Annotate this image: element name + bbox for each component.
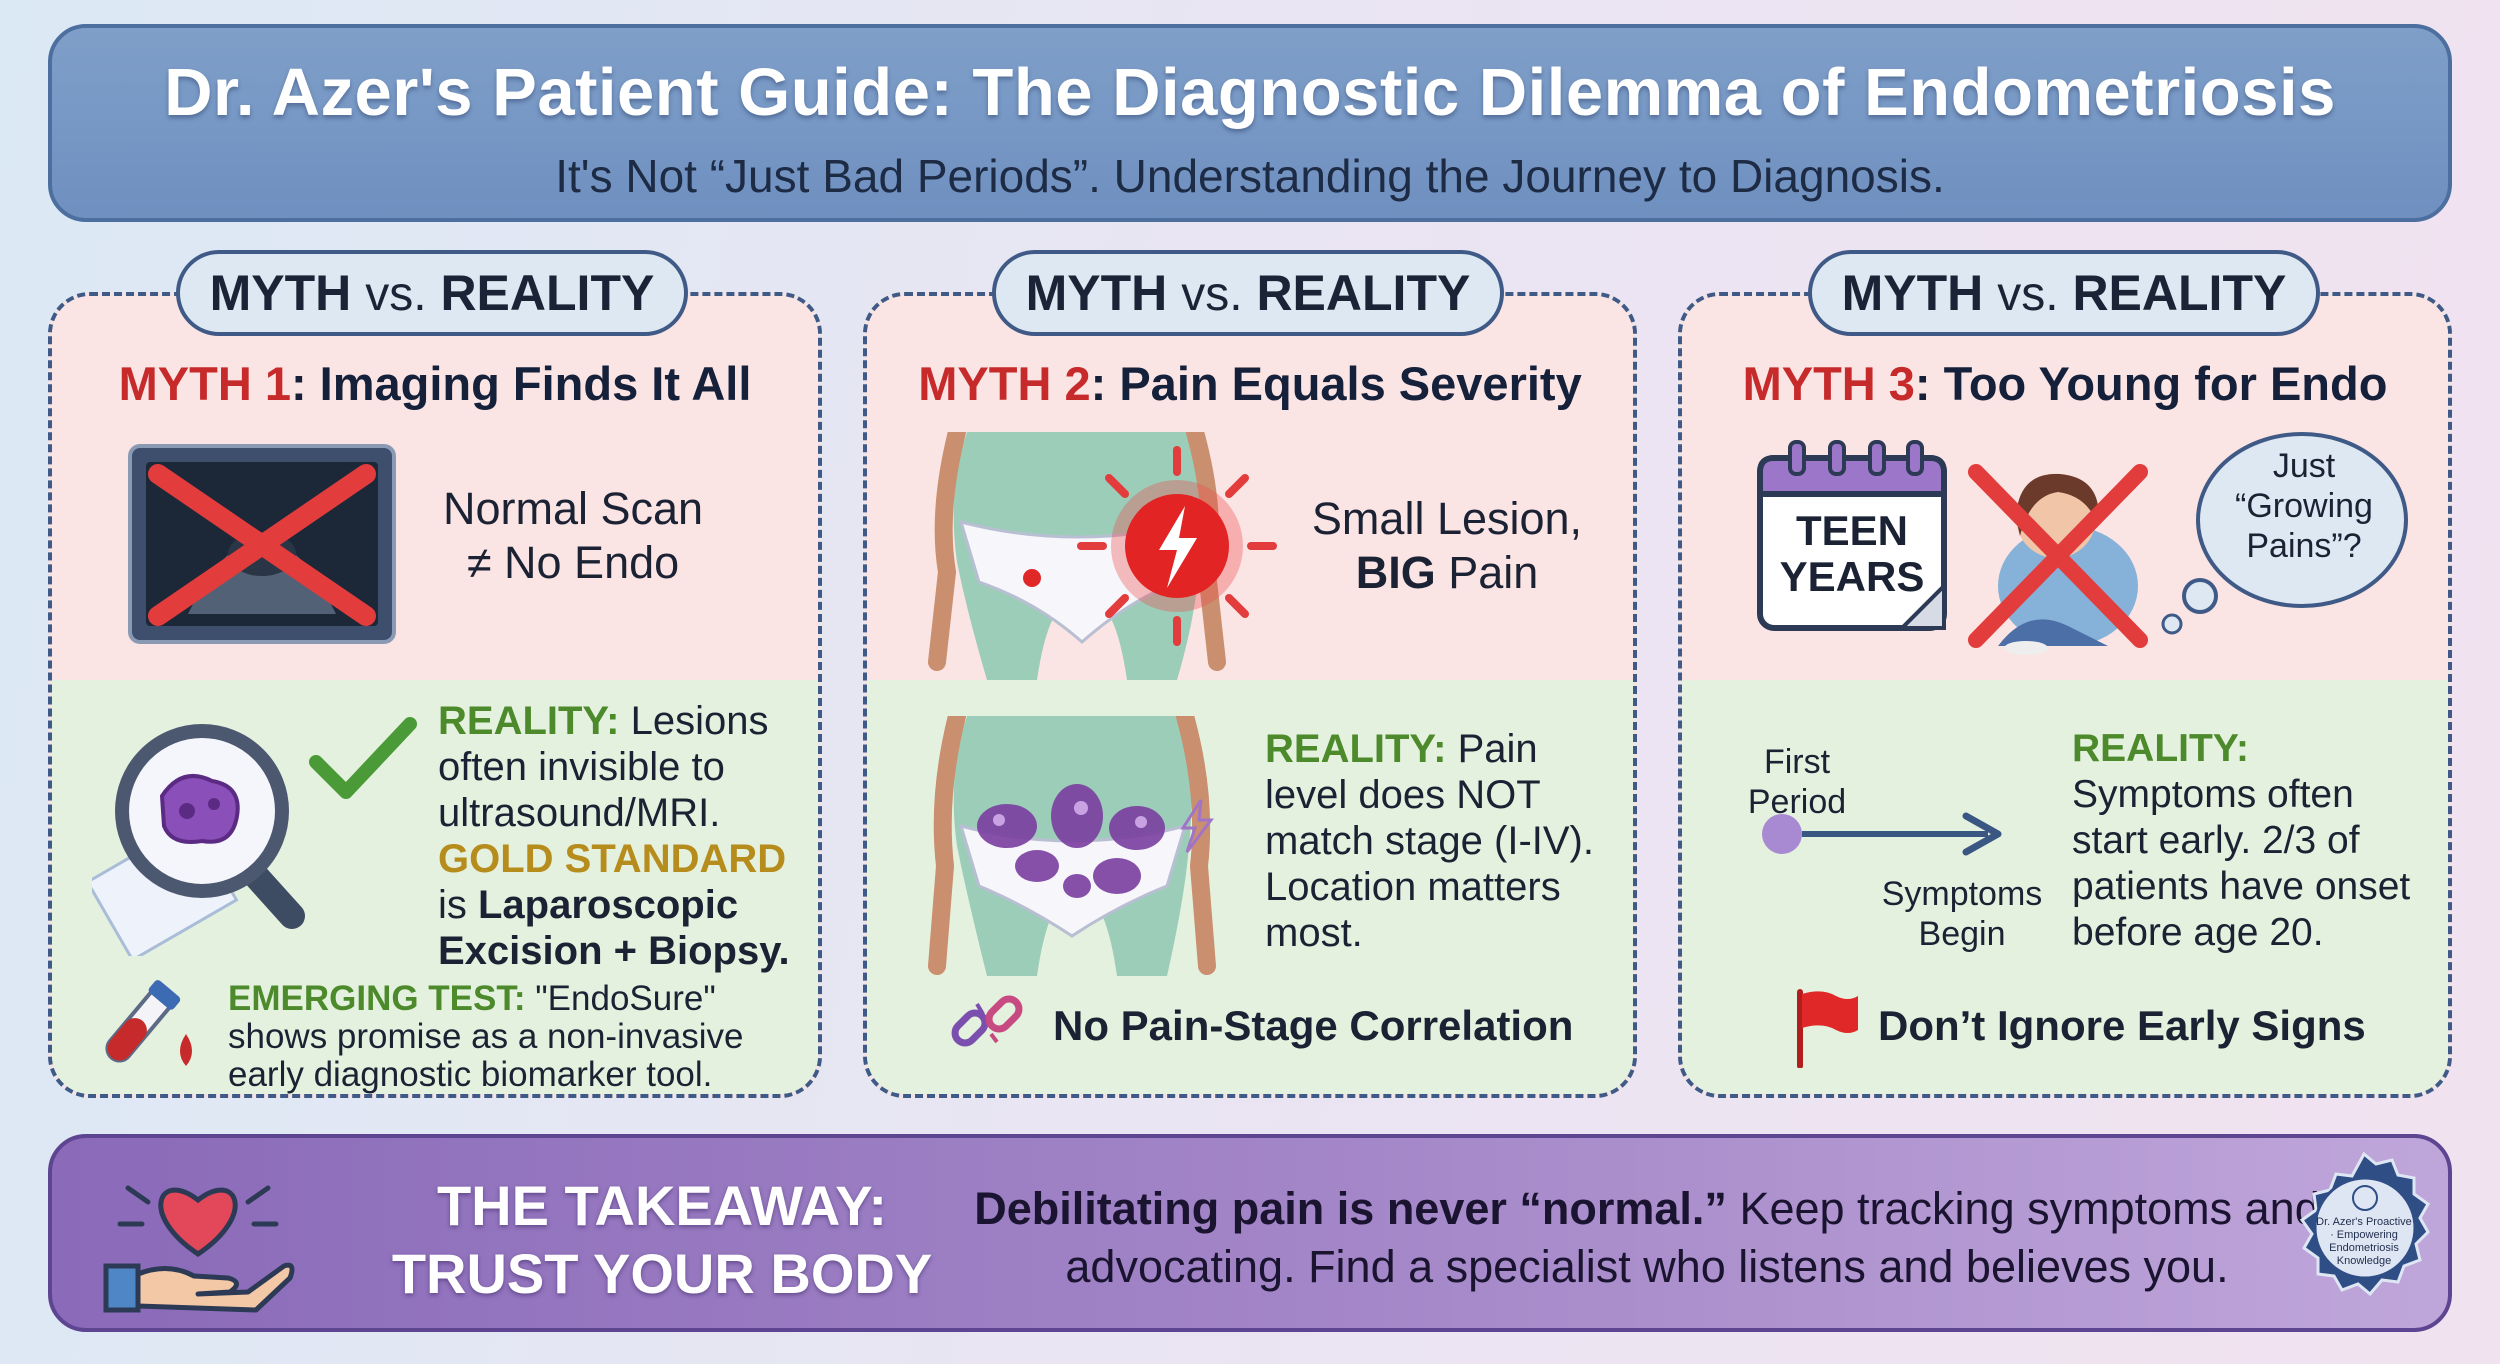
heart-hand-icon (103, 1185, 295, 1313)
myth-vs-reality-pill: MYTH vs. REALITY (176, 250, 688, 336)
small-lightning-icon (1180, 799, 1214, 853)
page-title: Dr. Azer's Patient Guide: The Diagnostic… (164, 55, 2336, 130)
panel-footer: No Pain-Stage Correlation (1053, 1002, 1574, 1049)
red-flag-icon (1797, 989, 1858, 1068)
calendar-icon (1757, 440, 1947, 631)
myth-panel-2: MYTH 2: Pain Equals Severity Small Lesio… (863, 292, 1637, 1098)
ultrasound-scan-icon (128, 444, 396, 644)
seal-badge-icon (2299, 1151, 2430, 1297)
check-mark-icon (309, 717, 417, 799)
myth-title: MYTH 1: Imaging Finds It All (118, 357, 752, 410)
takeaway-banner: THE TAKEAWAY:TRUST YOUR BODY Debilitatin… (48, 1134, 2452, 1332)
header-banner: Dr. Azer's Patient Guide: The Diagnostic… (48, 24, 2452, 222)
timeline-arrow-icon (1762, 812, 2002, 856)
magnifier-lesion-icon (92, 724, 305, 956)
myth-panel-1: MYTH 1: Imaging Finds It All Normal Scan… (48, 292, 822, 1098)
myth-title: MYTH 3: Too Young for Endo (1742, 357, 2388, 410)
sad-teen-icon (1968, 464, 2148, 655)
lightning-pain-icon (1077, 446, 1277, 646)
broken-chain-icon (951, 995, 1023, 1047)
thought-bubble-icon (2161, 432, 2408, 635)
normal-scan-text: Normal Scan≠ No Endo (442, 483, 704, 588)
small-lesion-text: Small Lesion, BIG Pain (1311, 493, 1583, 598)
reality-text: REALITY: Pain level does NOT match stage… (1265, 727, 1594, 955)
blood-test-tube-icon (105, 980, 192, 1066)
panel-footer: Don’t Ignore Early Signs (1878, 1002, 2366, 1049)
takeaway-message: Debilitating pain is never “normal.” Kee… (974, 1183, 2320, 1292)
reality-text: REALITY: Symptoms often start early. 2/3… (2072, 727, 2411, 954)
emerging-test-text: EMERGING TEST: "EndoSure" shows promise … (228, 979, 744, 1094)
lower-body-lesions-icon (928, 716, 1216, 976)
myth-title: MYTH 2: Pain Equals Severity (918, 357, 1582, 410)
reality-text: REALITY: Lesions often invisible to ultr… (438, 699, 790, 973)
myth-vs-reality-pill: MYTH vs. REALITY (1808, 250, 2320, 336)
myth-vs-reality-pill: MYTH vs. REALITY (992, 250, 1504, 336)
takeaway-title: THE TAKEAWAY:TRUST YOUR BODY (391, 1174, 933, 1305)
page-subtitle: It's Not “Just Bad Periods”. Understandi… (555, 150, 1945, 202)
